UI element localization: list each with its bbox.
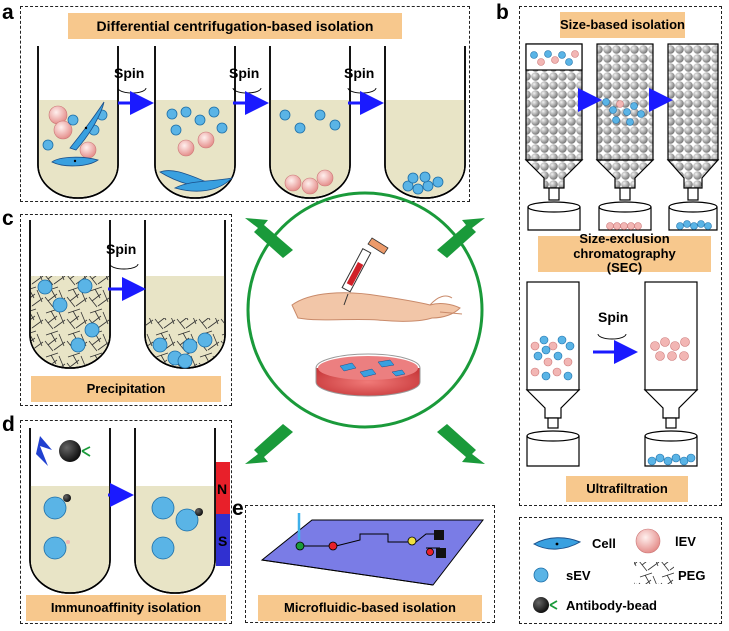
panel-d — [20, 420, 232, 624]
tube-c2 — [144, 220, 226, 369]
spin-label-c: Spin — [106, 241, 136, 257]
magnet-icon — [216, 462, 230, 566]
panel-a-title: Differential centrifugation-based isolat… — [68, 13, 402, 39]
peg-legend-icon — [634, 562, 674, 584]
legend-lev-label: lEV — [675, 534, 696, 549]
panel-e-letter: e — [232, 497, 244, 520]
panel-b-title: Size-based isolation — [560, 12, 685, 38]
tube-a1 — [37, 46, 119, 199]
green-arrow-sw — [245, 424, 293, 464]
sec-column-3 — [666, 43, 720, 231]
magnet-n-label: N — [217, 481, 227, 497]
spin-arrow-a1 — [117, 87, 154, 115]
spin-label-a2: Spin — [229, 65, 259, 81]
spin-label-b: Spin — [598, 309, 628, 325]
microfluidic-chip — [260, 513, 485, 586]
spin-arrow-b — [593, 333, 638, 364]
panel-a — [20, 6, 470, 202]
tube-d1 — [29, 428, 111, 594]
green-arrow-se — [437, 424, 485, 464]
sec-label: Size-exclusion chromatography (SEC) — [538, 231, 711, 275]
cell-legend-icon — [532, 537, 582, 550]
uf-tube-2 — [643, 281, 699, 467]
antibody-bead-icon — [36, 436, 91, 466]
center-circle — [246, 191, 484, 429]
uf-tube-1 — [525, 281, 581, 467]
panel-a-letter: a — [2, 1, 14, 24]
tube-a4 — [384, 46, 466, 199]
tube-c1 — [29, 220, 111, 369]
panel-c — [20, 214, 232, 406]
legend-sev-label: sEV — [566, 568, 591, 583]
panel-e — [245, 505, 495, 623]
spin-label-a1: Spin — [114, 65, 144, 81]
precipitation-label: Precipitation — [31, 376, 221, 402]
tube-a3 — [269, 46, 351, 199]
microfluidic-label: Microfluidic-based isolation — [258, 595, 482, 621]
magnet-s-label: S — [218, 533, 227, 549]
lev-legend-icon — [635, 528, 661, 554]
legend-antibody-bead-label: Antibody-bead — [566, 598, 657, 613]
panel-c-letter: c — [2, 207, 14, 230]
sec-column-1 — [524, 43, 584, 231]
legend-cell-label: Cell — [592, 536, 616, 551]
legend-peg-label: PEG — [678, 568, 706, 583]
spin-arrow-a3 — [347, 87, 384, 115]
immunoaffinity-label: Immunoaffinity isolation — [26, 595, 226, 621]
ultrafiltration-label: Ultrafiltration — [566, 476, 688, 502]
spin-arrow-c — [108, 263, 146, 301]
green-arrow-ne — [437, 218, 485, 258]
tube-d2 — [134, 428, 216, 594]
green-arrow-nw — [245, 218, 293, 258]
panel-d-letter: d — [2, 413, 15, 436]
panel-b — [519, 6, 722, 506]
antibody-bead-legend-icon — [533, 597, 558, 613]
arm-syringe-illustration — [291, 237, 463, 322]
sec-column-2 — [595, 43, 655, 231]
tube-a2 — [154, 46, 236, 199]
legend-panel — [519, 517, 722, 624]
spin-label-a3: Spin — [344, 65, 374, 81]
petri-dish-illustration — [315, 353, 421, 397]
panel-b-letter: b — [496, 1, 509, 24]
spin-arrow-a2 — [232, 87, 269, 115]
sev-legend-icon — [533, 567, 549, 583]
